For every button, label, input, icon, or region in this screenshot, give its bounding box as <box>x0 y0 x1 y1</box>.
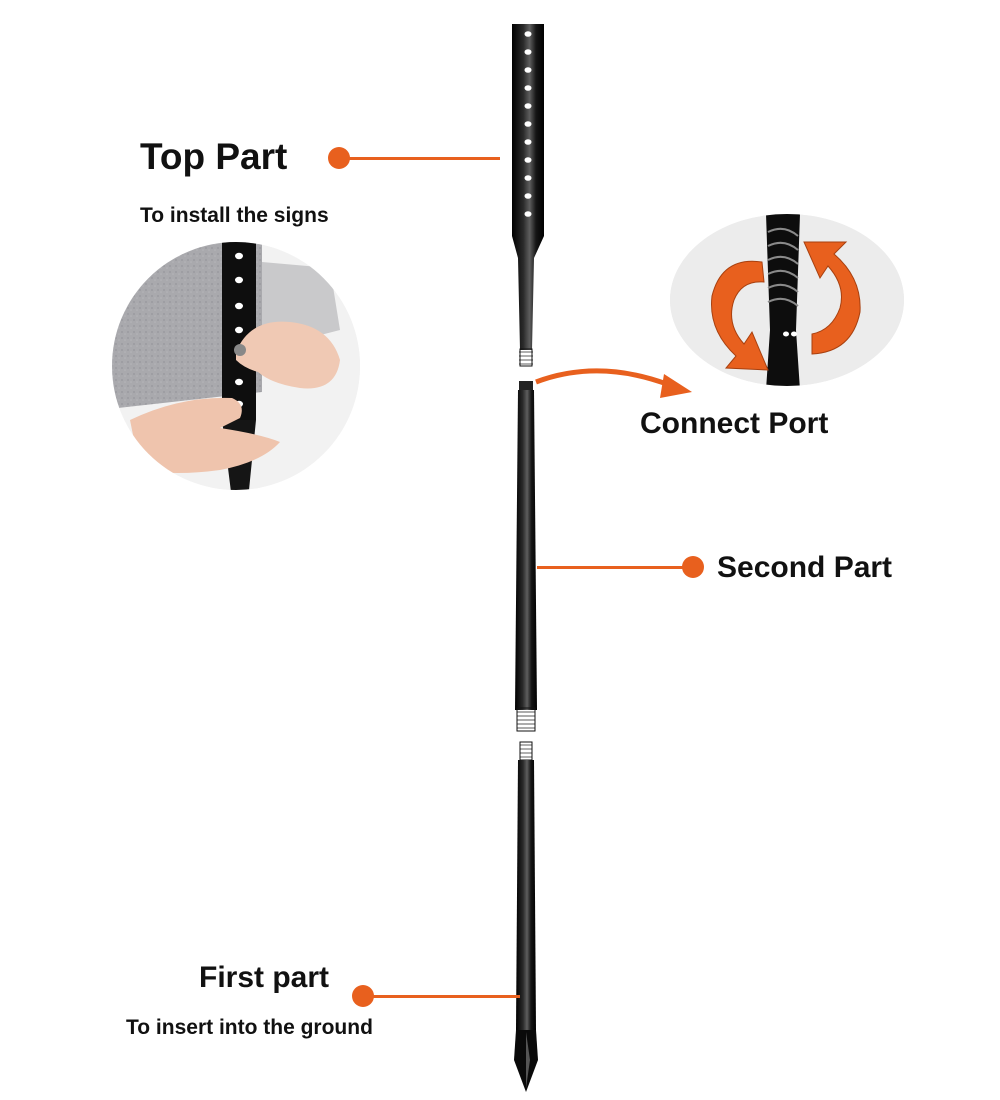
first-part-subtitle: To insert into the ground <box>126 1016 373 1039</box>
top-part-marker-dot <box>328 147 350 169</box>
second-part-title: Second Part <box>717 551 893 584</box>
connect-port-title: Connect Port <box>640 407 829 440</box>
install-photo <box>112 242 360 490</box>
first-part-pole <box>514 741 538 1092</box>
first-part-leader-line <box>372 995 520 998</box>
rotate-arrows-icon <box>711 241 861 371</box>
top-part-title: Top Part <box>140 136 288 177</box>
second-part-pole <box>515 381 537 732</box>
second-part-leader-line <box>537 566 687 569</box>
connect-arrow <box>535 368 692 398</box>
thread-closeup <box>670 214 904 386</box>
first-part-title: First part <box>199 961 330 994</box>
top-part-subtitle: To install the signs <box>140 204 329 227</box>
first-part-marker-dot <box>352 985 374 1007</box>
top-part-leader-line <box>348 157 500 160</box>
second-part-marker-dot <box>682 556 704 578</box>
top-part-pole <box>512 24 544 367</box>
